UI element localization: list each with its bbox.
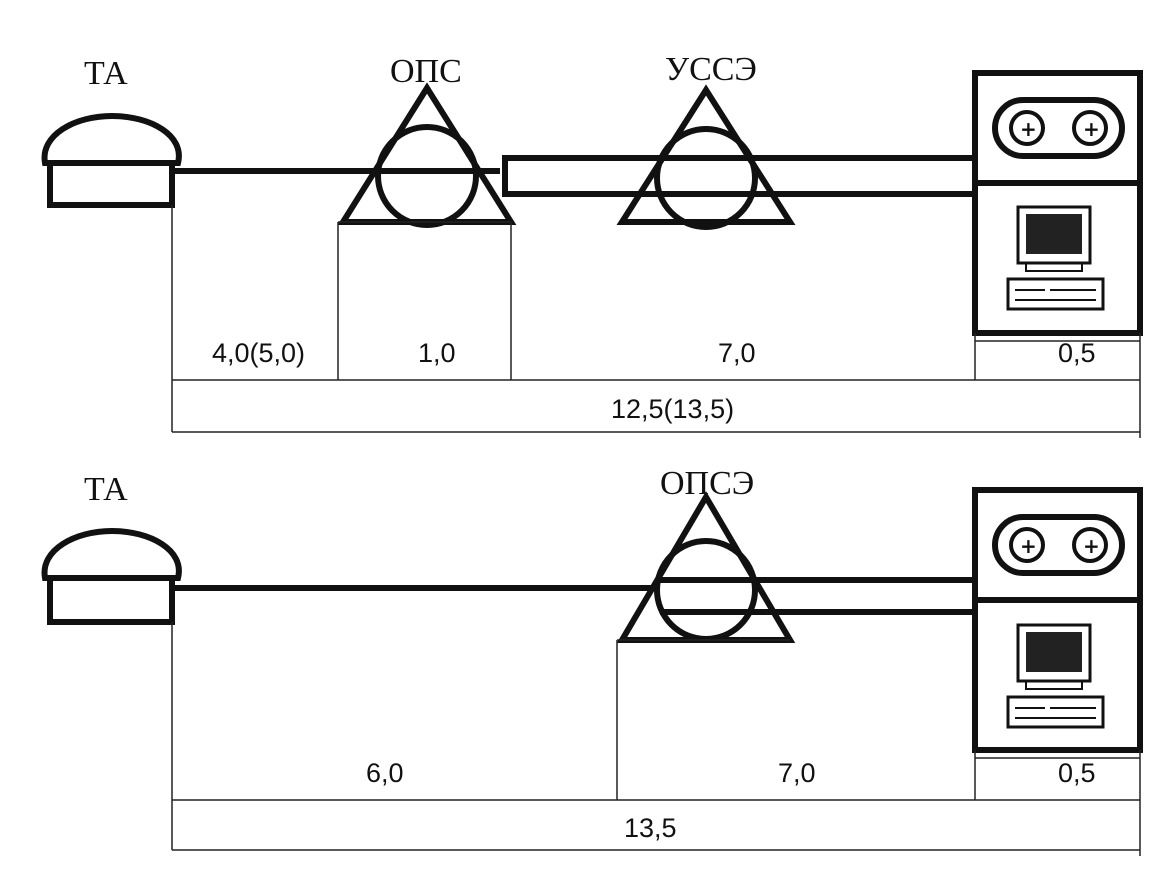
segment-length: 0,5	[1058, 758, 1096, 788]
segment-length: 7,0	[718, 338, 756, 368]
station-usse-icon	[616, 84, 796, 230]
top-diagram: ТА ОПС УССЭ + +	[41, 51, 1143, 438]
total-length: 12,5(13,5)	[611, 394, 734, 424]
svg-text:+: +	[1083, 117, 1100, 141]
phone-label: ТА	[84, 55, 128, 92]
station-opse-label: ОПСЭ	[660, 465, 754, 502]
bottom-diagram: ТА ОПСЭ + +	[41, 465, 1143, 856]
computer-terminal-icon: + +	[972, 487, 1143, 753]
segment-length: 1,0	[418, 338, 456, 368]
computer-terminal-icon: + +	[972, 70, 1143, 336]
telephone-icon	[41, 112, 182, 208]
station-ops-label: ОПС	[390, 53, 462, 90]
svg-text:+: +	[1083, 534, 1100, 558]
top-dimension-lines	[171, 205, 1141, 438]
segment-length: 4,0(5,0)	[212, 338, 305, 368]
segment-length: 7,0	[778, 758, 816, 788]
phone-label: ТА	[84, 471, 128, 508]
station-opse-icon	[616, 491, 796, 643]
segment-length: 0,5	[1058, 338, 1096, 368]
bottom-dimension-lines	[171, 622, 1141, 856]
segment-length: 6,0	[366, 758, 404, 788]
svg-text:+: +	[1020, 117, 1037, 141]
station-ops-icon	[337, 82, 517, 228]
station-usse-label: УССЭ	[665, 51, 757, 88]
total-length: 13,5	[624, 813, 677, 843]
telephone-icon	[41, 527, 182, 625]
svg-text:+: +	[1020, 534, 1037, 558]
trunk-line	[502, 155, 978, 197]
